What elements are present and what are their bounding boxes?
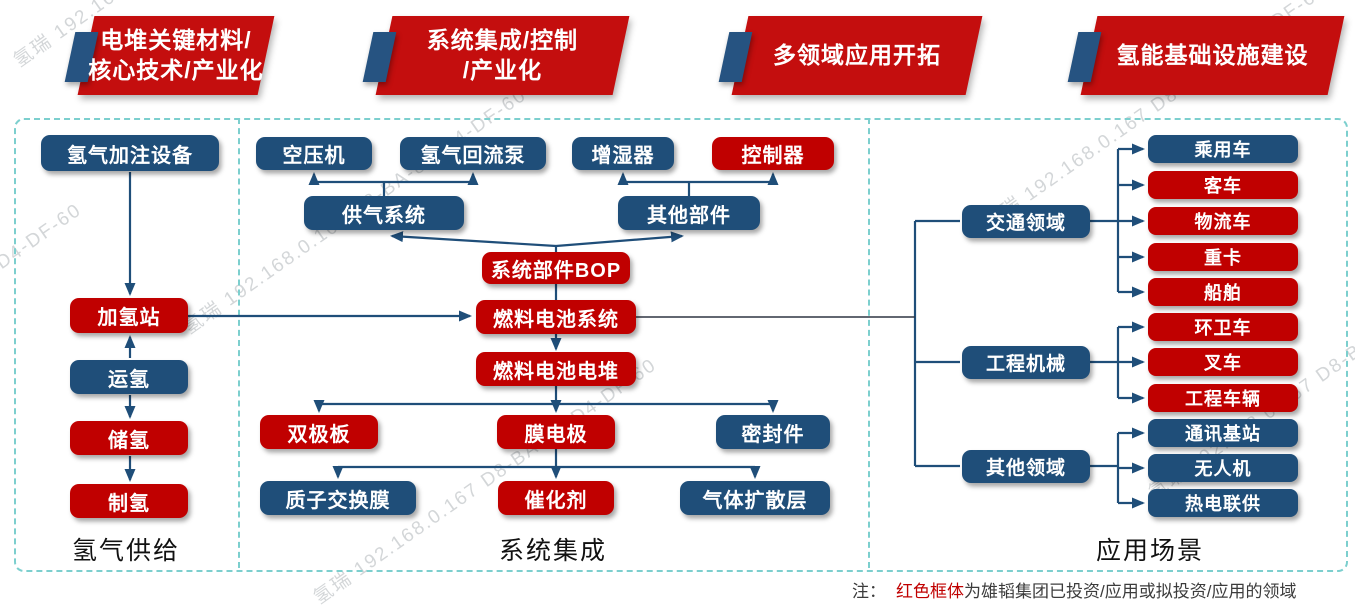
banner-multi-field-application: 多领域应用开拓 <box>718 16 983 95</box>
footnote: 注： 红色框体为雄韬集团已投资/应用或拟投资/应用的领域 <box>852 577 1296 602</box>
node-logistics-vehicle: 物流车 <box>1148 207 1298 235</box>
banner-stack-materials: 电堆关键材料/ 核心技术/产业化 <box>64 16 275 95</box>
banner-hydrogen-infrastructure: 氢能基础设施建设 <box>1067 16 1345 95</box>
node-fuel-cell-stack: 燃料电池电堆 <box>476 352 636 386</box>
node-drone: 无人机 <box>1148 454 1298 482</box>
section-divider-right <box>868 118 870 568</box>
node-humidifier: 增湿器 <box>572 137 674 170</box>
node-ship: 船舶 <box>1148 278 1298 306</box>
node-combined-heat-power: 热电联供 <box>1148 489 1298 517</box>
node-engineering-vehicle: 工程车辆 <box>1148 384 1298 412</box>
node-catalyst: 催化剂 <box>498 481 614 515</box>
node-air-compressor: 空压机 <box>256 137 372 170</box>
section-label-system-integration: 系统集成 <box>498 537 607 565</box>
node-hydrogen-production: 制氢 <box>70 484 188 518</box>
node-seal: 密封件 <box>716 415 830 449</box>
node-communication-base-station: 通讯基站 <box>1148 419 1298 447</box>
node-air-supply-system: 供气系统 <box>304 196 464 230</box>
node-sanitation-vehicle: 环卫车 <box>1148 313 1298 341</box>
footnote-prefix: 注： <box>852 582 886 601</box>
node-other-components: 其他部件 <box>618 196 760 230</box>
node-controller: 控制器 <box>712 137 834 170</box>
section-label-application-scenarios: 应用场景 <box>1095 537 1204 565</box>
banner-label: 氢能基础设施建设 <box>1116 41 1309 68</box>
node-fuel-cell-system: 燃料电池系统 <box>476 300 636 334</box>
section-divider-left <box>238 118 240 568</box>
node-hydrogen-storage: 储氢 <box>70 421 188 455</box>
node-forklift: 叉车 <box>1148 348 1298 376</box>
banner-label: 多领域应用开拓 <box>773 41 941 68</box>
diagram-dashed-frame <box>14 118 1348 572</box>
footnote-text: 为雄韬集团已投资/应用或拟投资/应用的领域 <box>964 582 1297 601</box>
node-heavy-truck: 重卡 <box>1148 243 1298 271</box>
node-system-components-bop: 系统部件BOP <box>482 252 630 284</box>
node-proton-exchange-membrane: 质子交换膜 <box>260 481 416 515</box>
node-membrane-electrode: 膜电极 <box>497 415 615 449</box>
node-construction-machinery: 工程机械 <box>962 346 1090 379</box>
node-bipolar-plate: 双极板 <box>260 415 378 449</box>
node-other-fields: 其他领域 <box>962 450 1090 483</box>
node-hydrogen-recirculation-pump: 氢气回流泵 <box>400 137 546 170</box>
banner-label: 系统集成/控制 /产业化 <box>426 26 579 83</box>
node-transportation-field: 交通领域 <box>962 205 1090 238</box>
node-passenger-car: 乘用车 <box>1148 135 1298 163</box>
banner-system-integration: 系统集成/控制 /产业化 <box>362 16 630 95</box>
node-gas-diffusion-layer: 气体扩散层 <box>680 481 830 515</box>
section-label-hydrogen-supply: 氢气供给 <box>71 537 180 565</box>
banner-label: 电堆关键材料/ 核心技术/产业化 <box>88 26 264 83</box>
footnote-red-highlight: 红色框体 <box>896 582 964 601</box>
node-hydrogen-filling-equipment: 氢气加注设备 <box>41 135 219 171</box>
node-hydrogen-transport: 运氢 <box>70 360 188 394</box>
node-bus: 客车 <box>1148 171 1298 199</box>
node-hydrogen-refueling-station: 加氢站 <box>70 298 188 333</box>
